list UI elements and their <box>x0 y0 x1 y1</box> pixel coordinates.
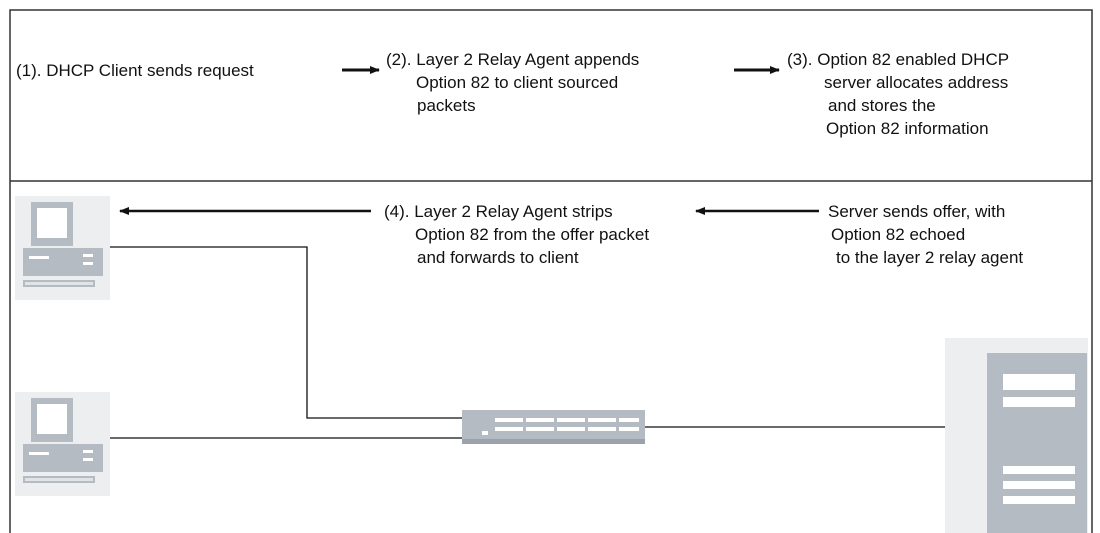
step2-label: (2). Layer 2 Relay Agent appends Option … <box>386 48 639 117</box>
step4-label: (4). Layer 2 Relay Agent strips Option 8… <box>384 200 649 269</box>
step2-line3: packets <box>417 96 476 115</box>
step2-line1: (2). Layer 2 Relay Agent appends <box>386 50 640 69</box>
step3-label: (3). Option 82 enabled DHCP server alloc… <box>787 48 1009 140</box>
step3-line1: (3). Option 82 enabled DHCP <box>787 50 1010 69</box>
frame-border <box>9 9 1093 533</box>
step1-line1: (1). DHCP Client sends request <box>16 61 254 80</box>
step2-line2: Option 82 to client sourced <box>416 73 619 92</box>
step3-line3: and stores the <box>828 96 936 115</box>
step4-line3: and forwards to client <box>417 248 579 267</box>
step1-label: (1). DHCP Client sends request <box>16 59 254 82</box>
link-top-client-to-switch <box>100 246 462 419</box>
offer-line1: Server sends offer, with <box>828 202 1006 221</box>
step3-line4: Option 82 information <box>826 119 989 138</box>
computer-icon <box>15 196 110 300</box>
computer-icon <box>15 392 110 496</box>
offer-label: Server sends offer, with Option 82 echoe… <box>828 200 1023 269</box>
step3-line2: server allocates address <box>824 73 1009 92</box>
server-icon <box>945 338 1088 533</box>
switch-icon <box>462 410 645 444</box>
offer-line2: Option 82 echoed <box>831 225 966 244</box>
step4-line1: (4). Layer 2 Relay Agent strips <box>384 202 613 221</box>
step4-line2: Option 82 from the offer packet <box>415 225 650 244</box>
offer-line3: to the layer 2 relay agent <box>836 248 1024 267</box>
